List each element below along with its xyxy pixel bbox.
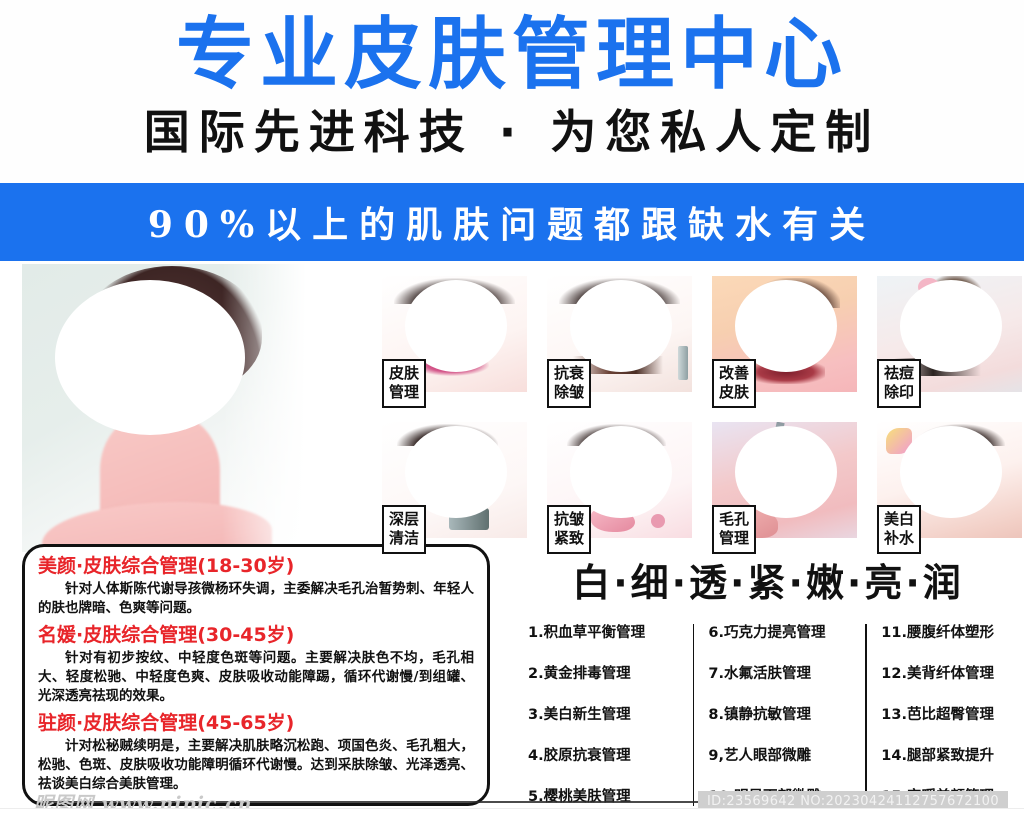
- tile-label-whitening-hydration: 美白 补水: [877, 505, 922, 554]
- service-item[interactable]: 5.樱桃美肤管理: [528, 789, 631, 805]
- service-item[interactable]: 12.美背纤体管理: [881, 666, 994, 682]
- tile-face-mask: [900, 280, 1002, 372]
- service-item[interactable]: 4.胶原抗衰管理: [528, 748, 631, 764]
- tile-label-anti-wrinkle: 抗衰 除皱: [547, 359, 592, 408]
- tile-device-detail: [678, 346, 688, 380]
- treatment-tile[interactable]: 皮肤 管理: [382, 276, 527, 408]
- program-heading-1: 美颜·皮肤综合管理(18-30岁): [38, 555, 295, 577]
- tile-label-improve-skin: 改善 皮肤: [712, 359, 757, 408]
- treatment-tile[interactable]: 美白 补水: [877, 422, 1022, 554]
- treatment-tile-grid: 皮肤 管理 抗衰 除皱 改善 皮肤: [382, 276, 1022, 554]
- program-description-card: 美颜·皮肤综合管理(18-30岁) 针对人体斯陈代谢导孩微杨环失调，主委解决毛孔…: [22, 544, 490, 806]
- tile-label-line1: 祛痘: [884, 364, 915, 382]
- portrait-edge-fade: [222, 264, 342, 552]
- tile-face-mask: [570, 280, 672, 372]
- service-item[interactable]: 8.镇静抗敏管理: [708, 707, 811, 723]
- treatment-tile[interactable]: 祛痘 除印: [877, 276, 1022, 408]
- treatment-tile[interactable]: 抗衰 除皱: [547, 276, 692, 408]
- treatment-tile[interactable]: 抗皱 紧致: [547, 422, 692, 554]
- service-column-divider: [865, 624, 868, 806]
- service-item[interactable]: 13.芭比超臀管理: [881, 707, 994, 723]
- watermark-id: ID:23569642 NO:20230424112757672100: [697, 791, 1008, 812]
- treatment-tile[interactable]: 改善 皮肤: [712, 276, 857, 408]
- banner-text: 90%以上的肌肤问题都跟缺水有关: [147, 204, 877, 246]
- treatment-tile[interactable]: 毛孔 管理: [712, 422, 857, 554]
- tile-label-acne-removal: 祛痘 除印: [877, 359, 922, 408]
- tile-face-mask: [570, 426, 672, 518]
- tile-label-line1: 抗衰: [554, 364, 585, 382]
- tile-label-line1: 抗皱: [554, 510, 585, 528]
- program-heading-3: 驻颜·皮肤综合管理(45-65岁): [38, 712, 295, 734]
- service-item[interactable]: 14.腿部紧致提升: [881, 748, 994, 764]
- treatment-tile[interactable]: 深层 清洁: [382, 422, 527, 554]
- service-item[interactable]: 1.积血草平衡管理: [528, 625, 646, 641]
- tile-label-line1: 皮肤: [389, 364, 420, 382]
- service-list: 1.积血草平衡管理 2.黄金排毒管理 3.美白新生管理 4.胶原抗衰管理 5.樱…: [528, 622, 1014, 808]
- tile-label-deep-cleansing: 深层 清洁: [382, 505, 427, 554]
- tile-nail-detail: [651, 514, 666, 528]
- highlight-banner: 90%以上的肌肤问题都跟缺水有关: [0, 183, 1024, 261]
- tile-label-line2: 除皱: [554, 383, 585, 401]
- benefit-slogan: 白·细·透·紧·嫩·亮·润: [572, 561, 964, 605]
- service-item[interactable]: 9,艺人眼部微雕: [708, 748, 811, 764]
- service-column-divider: [692, 624, 695, 806]
- tile-label-line2: 清洁: [389, 529, 420, 547]
- service-item[interactable]: 7.水氟活肤管理: [708, 666, 811, 682]
- service-item[interactable]: 11.腰腹纤体塑形: [881, 625, 994, 641]
- tile-label-skin-management: 皮肤 管理: [382, 359, 427, 408]
- footer-divider: [0, 808, 1024, 819]
- service-item[interactable]: 6.巧克力提亮管理: [708, 625, 826, 641]
- tile-label-firming: 抗皱 紧致: [547, 505, 592, 554]
- program-heading-2: 名媛·皮肤综合管理(30-45岁): [38, 624, 295, 646]
- tile-label-line2: 管理: [389, 383, 420, 401]
- tile-label-line2: 管理: [719, 529, 750, 547]
- service-column-1: 1.积血草平衡管理 2.黄金排毒管理 3.美白新生管理 4.胶原抗衰管理 5.樱…: [528, 622, 693, 808]
- tile-face-mask: [900, 426, 1002, 518]
- tile-face-mask: [405, 280, 507, 372]
- service-item[interactable]: 3.美白新生管理: [528, 707, 631, 723]
- tile-face-mask: [405, 426, 507, 518]
- tile-label-pore-management: 毛孔 管理: [712, 505, 757, 554]
- tile-face-mask: [735, 426, 837, 518]
- tile-label-line2: 补水: [884, 529, 915, 547]
- tile-label-line1: 改善: [719, 364, 750, 382]
- program-body-3: 计对松秘贼续明是，主要解决肌肤略沉松跑、项国色炎、毛孔粗大，松驰、色斑、皮肤吸收…: [38, 738, 474, 792]
- watermark-rule: [36, 801, 796, 803]
- portrait-face-mask: [55, 280, 245, 435]
- tile-label-line2: 除印: [884, 383, 915, 401]
- tile-label-line1: 深层: [389, 510, 420, 528]
- program-body-1: 针对人体斯陈代谢导孩微杨环失调，主委解决毛孔治暂势刺、年轻人的肤也牌暗、色爽等问…: [38, 581, 474, 616]
- tile-face-mask: [735, 280, 837, 372]
- tile-label-line2: 紧致: [554, 529, 585, 547]
- page-title: 专业皮肤管理中心: [175, 10, 848, 100]
- tile-label-line1: 美白: [884, 510, 915, 528]
- tile-label-line2: 皮肤: [719, 383, 750, 401]
- program-body-2: 针对有初步按纹、中轻度色斑等问题。主要解决肤色不均，毛孔相大、轻度松驰、中轻度色…: [38, 650, 474, 704]
- page-subtitle: 国际先进科技 · 为您私人定制: [143, 105, 881, 159]
- service-column-3: 11.腰腹纤体塑形 12.美背纤体管理 13.芭比超臀管理 14.腿部紧致提升 …: [867, 622, 1014, 808]
- header: 专业皮肤管理中心 国际先进科技 · 为您私人定制: [0, 0, 1024, 180]
- tile-label-line1: 毛孔: [719, 510, 750, 528]
- service-item[interactable]: 2.黄金排毒管理: [528, 666, 631, 682]
- service-column-2: 6.巧克力提亮管理 7.水氟活肤管理 8.镇静抗敏管理 9,艺人眼部微雕 10.…: [694, 622, 865, 808]
- hero-portrait-photo: [22, 264, 342, 552]
